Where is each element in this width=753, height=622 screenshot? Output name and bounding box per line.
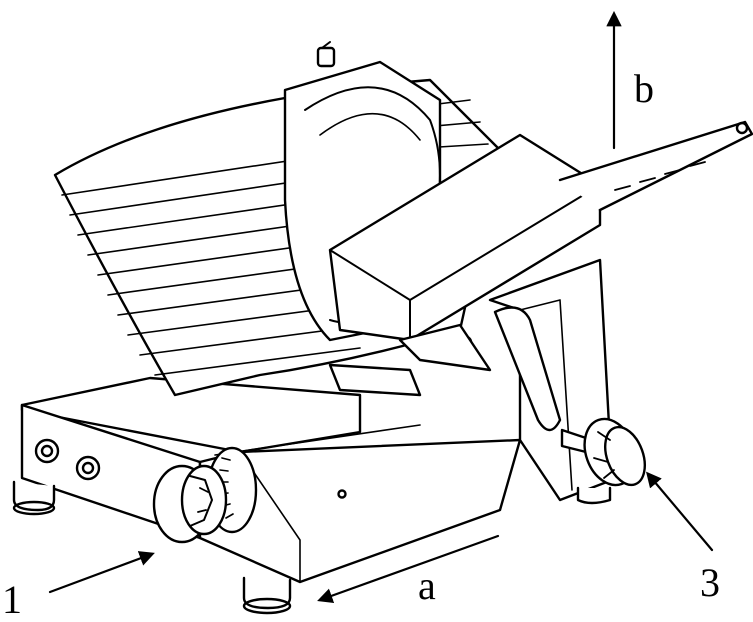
label-a: a	[418, 563, 436, 608]
clamp-knob	[560, 417, 646, 487]
handle	[558, 120, 753, 212]
power-buttons	[34, 438, 101, 481]
label-1: 1	[2, 577, 22, 622]
thickness-knob	[152, 464, 228, 544]
arrow-3	[646, 471, 714, 552]
label-b: b	[634, 66, 654, 111]
feet	[12, 480, 612, 615]
carriage	[328, 133, 602, 397]
label-3: 3	[700, 560, 720, 605]
arrow-1	[48, 551, 155, 594]
tower-slot	[493, 306, 562, 432]
arrow-a	[317, 534, 500, 604]
